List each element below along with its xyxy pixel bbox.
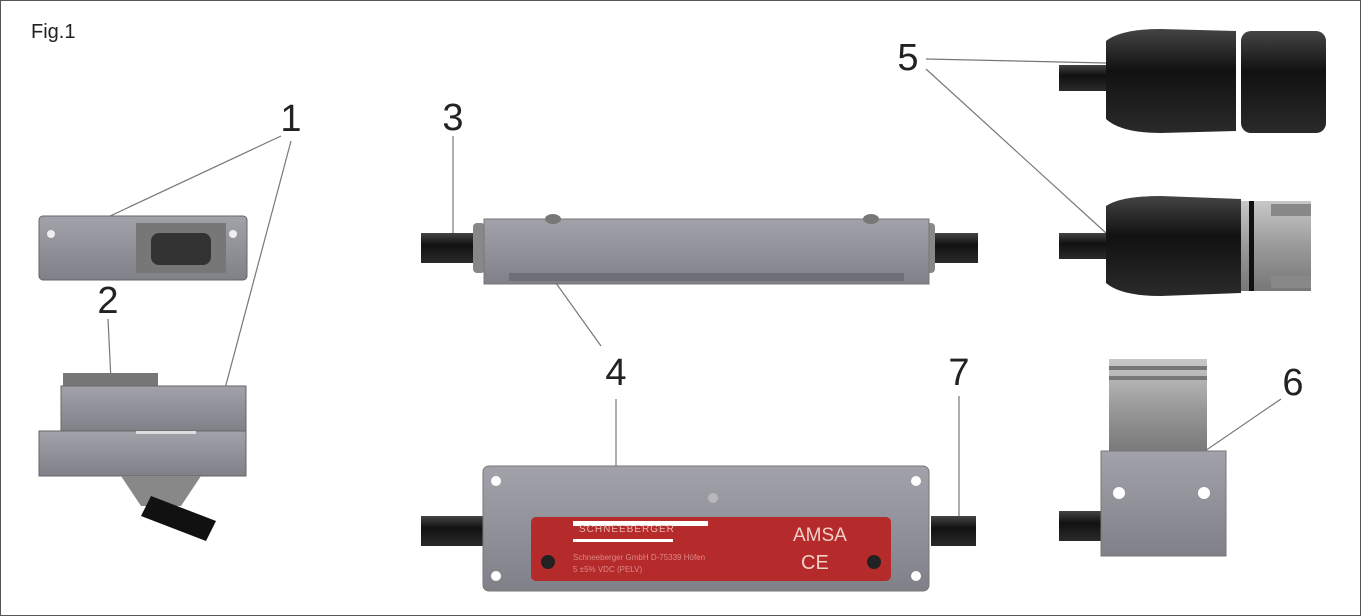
flange-connector (1059, 359, 1227, 557)
plate-model: AMSA (793, 525, 847, 546)
figure-label: Fig.1 (31, 21, 76, 43)
plate-logo: SCHNEEBERGER (579, 524, 675, 535)
callout-5: 5 (897, 37, 919, 79)
callout-3: 3 (442, 97, 464, 139)
measuring-head-side-view (421, 214, 978, 285)
ce-mark: CE (801, 552, 829, 574)
plate-supply: 5 ±5% VDC (PELV) (573, 565, 643, 574)
cable-connector-open (1059, 196, 1311, 296)
callout-6: 6 (1282, 362, 1304, 404)
callout-1: 1 (280, 98, 302, 140)
cable-connector-closed (1059, 29, 1326, 133)
callout-2: 2 (97, 280, 119, 322)
scanner-head-top-view (38, 215, 248, 281)
callout-7: 7 (948, 352, 970, 394)
type-plate (531, 517, 891, 581)
scanner-head-side-view (38, 373, 247, 541)
plate-address: Schneeberger GmbH D-75339 Höfen (573, 553, 706, 562)
callout-4: 4 (605, 352, 627, 394)
measuring-head-front-view (421, 465, 976, 592)
